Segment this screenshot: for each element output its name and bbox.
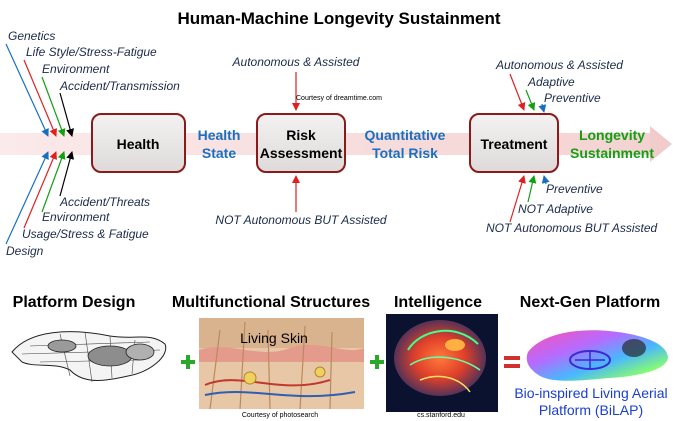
input-lifestyle: Life Style/Stress-Fatigue — [26, 45, 157, 59]
treat-bottom-preventive: Preventive — [546, 182, 603, 196]
longevity-line1: Longevity — [579, 127, 645, 143]
arrow-genetics — [5, 43, 49, 137]
input-accident-threats: Accident/Threats — [59, 195, 150, 209]
diagram-title: Human-Machine Longevity Sustainment — [177, 9, 500, 28]
arrow-design — [5, 151, 49, 245]
arrow-environment-top — [41, 76, 66, 137]
living-skin-image: Living Skin — [199, 318, 364, 410]
input-accident-transmission: Accident/Transmission — [59, 79, 180, 93]
equals-icon — [504, 356, 520, 368]
treat-top-adaptive: Adaptive — [527, 75, 575, 89]
risk-box-line2: Assessment — [260, 145, 343, 161]
arrow-treat-top-blue — [538, 103, 547, 113]
bilap-line1: Bio-inspired Living Aerial — [514, 385, 667, 401]
input-environment-top: Environment — [42, 62, 110, 76]
quant-risk-line1: Quantitative — [365, 127, 446, 143]
longevity-line2: Sustainment — [570, 145, 654, 161]
health-state-line2: State — [202, 145, 236, 161]
arrow-lifestyle — [23, 59, 57, 137]
health-state-line1: Health — [198, 127, 241, 143]
platform-design-title: Platform Design — [13, 294, 136, 311]
treat-top-autonomous: Autonomous & Assisted — [495, 58, 623, 72]
quant-risk-line2: Total Risk — [372, 145, 438, 161]
arrow-treat-top-red — [509, 73, 526, 111]
input-design: Design — [6, 244, 44, 258]
treatment-box-label: Treatment — [481, 136, 548, 152]
wireframe-platform-image — [11, 331, 167, 383]
bilap-platform-image — [526, 330, 668, 381]
risk-box-line1: Risk — [286, 127, 316, 143]
arrow-treat-bottom-blue — [541, 175, 550, 185]
risk-top-label: Autonomous & Assisted — [232, 55, 360, 69]
treat-bottom-not-adaptive: NOT Adaptive — [518, 202, 593, 216]
photo-credit: Courtesy of photosearch — [242, 412, 318, 419]
input-environment-bottom: Environment — [42, 210, 110, 224]
health-node: Health — [91, 113, 186, 173]
bilap-line2: Platform (BiLAP) — [539, 402, 643, 418]
brain-image — [386, 314, 498, 412]
arrow-treat-bottom-red — [509, 175, 526, 223]
brain-credit: cs.stanford.edu — [417, 412, 465, 419]
treat-bottom-not-autonomous: NOT Autonomous BUT Assisted — [486, 221, 657, 235]
arrow-treat-bottom-green — [527, 175, 537, 203]
health-box-label: Health — [117, 136, 160, 152]
treat-top-preventive: Preventive — [544, 91, 601, 105]
arrow-accident-transmission — [59, 92, 74, 137]
flow-band-arrowhead — [650, 126, 672, 162]
risk-bottom-label: NOT Autonomous BUT Assisted — [215, 213, 386, 227]
plus-icon-2 — [370, 355, 384, 369]
next-gen-title: Next-Gen Platform — [520, 294, 660, 311]
risk-credit: Courtesy of dreamtime.com — [296, 95, 382, 102]
arrow-usage — [23, 151, 57, 229]
risk-node: Risk Assessment — [256, 113, 346, 173]
input-usage-stress: Usage/Stress & Fatigue — [22, 227, 149, 241]
input-genetics: Genetics — [8, 29, 55, 43]
arrow-accident-threats — [59, 151, 75, 197]
treatment-node: Treatment — [469, 113, 559, 173]
arrow-environment-bottom — [41, 151, 66, 213]
arrow-treat-top-green — [525, 89, 536, 111]
intelligence-title: Intelligence — [394, 294, 482, 311]
living-skin-label: Living Skin — [240, 330, 308, 346]
plus-icon-1 — [181, 355, 195, 369]
multifunctional-title: Multifunctional Structures — [172, 294, 370, 311]
